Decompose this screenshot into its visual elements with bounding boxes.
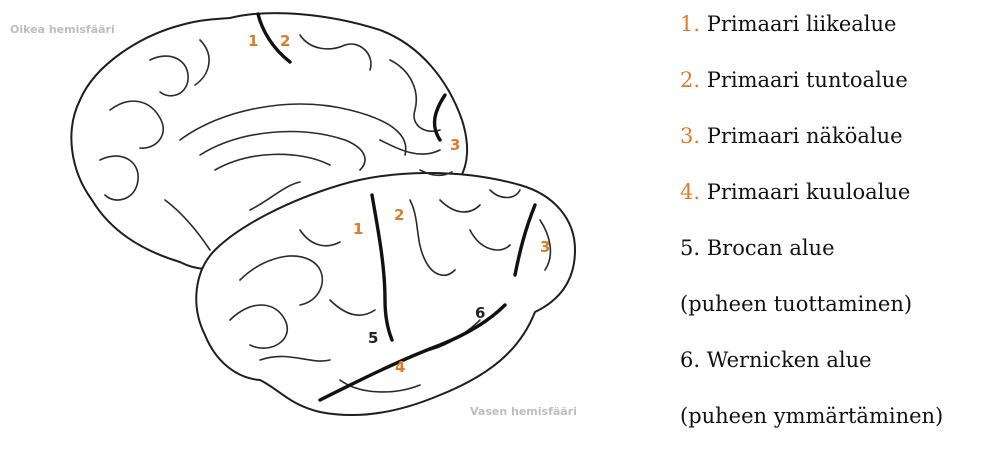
legend-number: 3. xyxy=(680,124,700,148)
legend-text: Primaari kuuloalue xyxy=(700,180,910,204)
legend-item-2: 2. Primaari tuntoalue xyxy=(680,68,908,92)
legend-item-4: 4. Primaari kuuloalue xyxy=(680,180,910,204)
legend-item-5-description: (puheen tuottaminen) xyxy=(680,292,912,316)
legend-number: 2. xyxy=(680,68,700,92)
legend-number: 6. xyxy=(680,348,700,372)
brain-illustration: 1 2 3 1 2 3 4 5 6 xyxy=(0,0,640,450)
legend-text: (puheen tuottaminen) xyxy=(680,292,912,316)
legend-text: Primaari näköalue xyxy=(700,124,903,148)
legend-item-1: 1. Primaari liikealue xyxy=(680,12,896,36)
legend-item-6-description: (puheen ymmärtäminen) xyxy=(680,404,943,428)
legend-item-5: 5. Brocan alue xyxy=(680,236,835,260)
brain-diagram: 1 2 3 1 2 3 4 5 6 Oikea hemisfääri Vasen… xyxy=(0,0,640,450)
marker-left-5: 5 xyxy=(368,329,378,347)
right-hemisphere-label: Oikea hemisfääri xyxy=(10,23,115,36)
legend-text: Primaari liikealue xyxy=(700,12,896,36)
marker-right-2: 2 xyxy=(280,32,290,50)
legend-text: (puheen ymmärtäminen) xyxy=(680,404,943,428)
marker-left-1: 1 xyxy=(353,220,363,238)
marker-left-2: 2 xyxy=(394,206,404,224)
left-hemisphere-label: Vasen hemisfääri xyxy=(470,405,577,418)
marker-right-1: 1 xyxy=(248,32,258,50)
marker-left-3: 3 xyxy=(540,238,550,256)
marker-left-4: 4 xyxy=(395,358,405,376)
marker-left-6: 6 xyxy=(475,304,485,322)
legend-text: Brocan alue xyxy=(700,236,834,260)
legend-number: 4. xyxy=(680,180,700,204)
marker-right-3: 3 xyxy=(450,136,460,154)
legend-item-6: 6. Wernicken alue xyxy=(680,348,872,372)
legend-number: 1. xyxy=(680,12,700,36)
legend-text: Wernicken alue xyxy=(700,348,872,372)
legend-number: 5. xyxy=(680,236,700,260)
legend-text: Primaari tuntoalue xyxy=(700,68,908,92)
legend-item-3: 3. Primaari näköalue xyxy=(680,124,903,148)
